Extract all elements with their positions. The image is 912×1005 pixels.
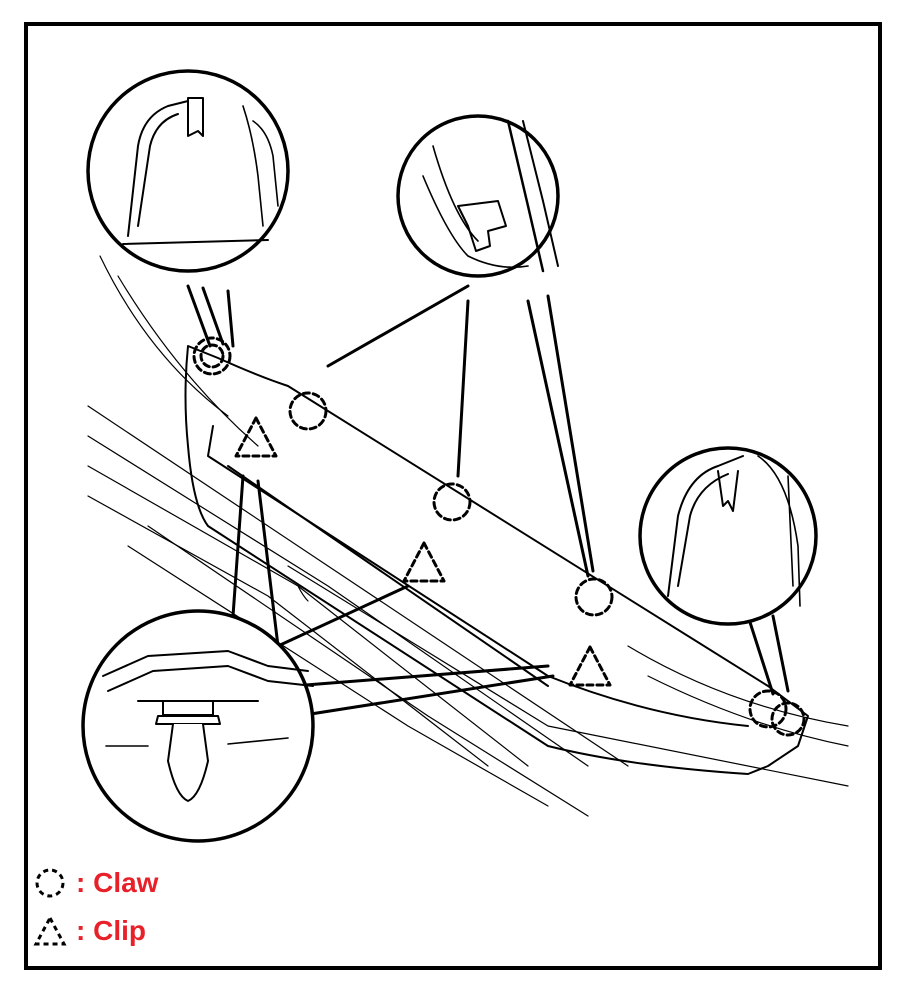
- clip-marker: [568, 645, 612, 687]
- claw-marker: [432, 482, 472, 522]
- vehicle-body-lines: [87, 255, 849, 817]
- claw-marker: [192, 336, 232, 376]
- dashed-triangle-icon: [33, 914, 67, 946]
- diagram-frame: [24, 22, 882, 970]
- claw-marker: [770, 701, 806, 737]
- claw-markers: [192, 336, 806, 737]
- callout-claw-top-middle: [326, 114, 595, 578]
- callout-clip-bottom-left: [81, 474, 555, 843]
- legend-clip-label: : Clip: [76, 915, 146, 946]
- trim-panel-illustration: [81, 69, 849, 843]
- claw-marker: [748, 689, 788, 729]
- clip-markers: [234, 416, 612, 687]
- legend-clip: : Clip: [32, 913, 146, 949]
- callout-claw-right: [638, 446, 818, 696]
- dashed-circle-icon: [35, 868, 65, 898]
- legend-claw-label: : Claw: [76, 867, 159, 898]
- legend-claw: : Claw: [32, 865, 158, 901]
- claw-marker: [288, 391, 328, 431]
- claw-marker: [574, 577, 614, 617]
- callout-claw-top-left: [86, 69, 290, 348]
- clip-marker: [402, 541, 446, 583]
- clip-marker: [234, 416, 278, 458]
- claw-marker: [199, 343, 225, 369]
